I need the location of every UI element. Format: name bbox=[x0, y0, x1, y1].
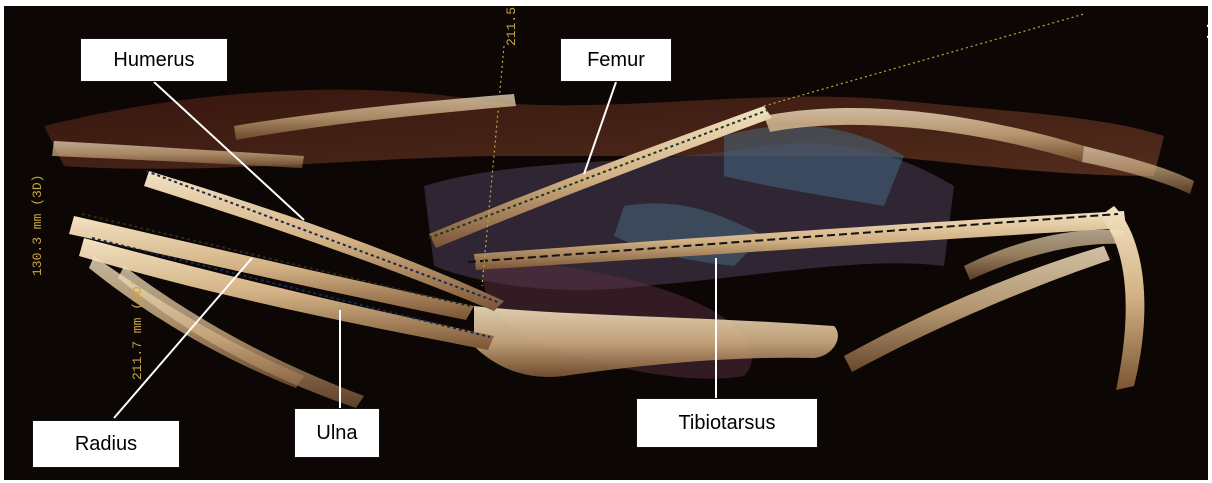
label-radius: Radius bbox=[32, 420, 180, 468]
window-level-readout: W = 255.00 bbox=[1204, 0, 1212, 38]
top-measurement-value: 211.5 bbox=[504, 7, 519, 46]
label-humerus: Humerus bbox=[80, 38, 228, 82]
label-femur: Femur bbox=[560, 38, 672, 82]
measurement-readout-2: 211.7 mm (3D) bbox=[130, 279, 145, 380]
measurement-readout-1: 130.3 mm (3D) bbox=[30, 175, 45, 276]
label-ulna: Ulna bbox=[294, 408, 380, 458]
label-tibiotarsus: Tibiotarsus bbox=[636, 398, 818, 448]
